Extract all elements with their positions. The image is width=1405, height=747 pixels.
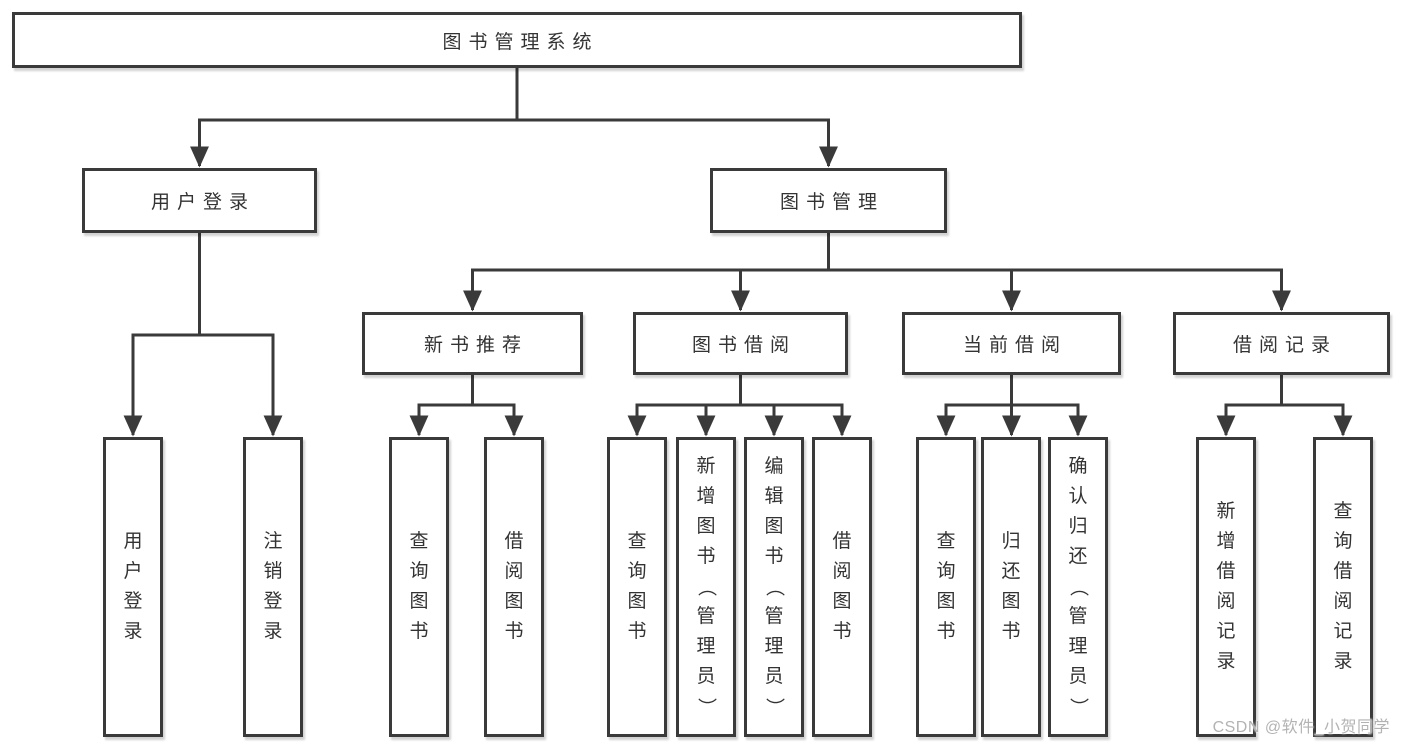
- node-user-login: 用户登录: [82, 168, 317, 233]
- leaf-borrow-books-recommend: 借阅图书: [484, 437, 544, 737]
- leaf-query-books-current: 查询图书: [916, 437, 976, 737]
- node-library-system: 图书管理系统: [12, 12, 1022, 68]
- leaf-add-book-admin: 新增图书（管理员）: [676, 437, 736, 737]
- leaf-user-login: 用户登录: [103, 437, 163, 737]
- node-current-borrow: 当前借阅: [902, 312, 1121, 375]
- node-new-book-recommend: 新书推荐: [362, 312, 583, 375]
- leaf-query-books-recommend: 查询图书: [389, 437, 449, 737]
- node-label: 用户登录: [150, 192, 255, 213]
- node-label: 图书管理系统: [442, 31, 599, 53]
- node-book-management: 图书管理: [710, 168, 947, 233]
- leaf-query-borrow-record: 查询借阅记录: [1313, 437, 1373, 737]
- leaf-add-borrow-record: 新增借阅记录: [1196, 437, 1256, 737]
- node-label: 编辑图书（管理员）: [763, 456, 785, 717]
- node-label: 借阅图书: [504, 531, 524, 642]
- node-label: 新书推荐: [423, 335, 528, 356]
- node-label: 用户登录: [123, 531, 143, 642]
- leaf-logout: 注销登录: [243, 437, 303, 737]
- node-borrow-records: 借阅记录: [1173, 312, 1390, 375]
- node-label: 新增借阅记录: [1216, 501, 1236, 672]
- node-label: 图书管理: [779, 192, 884, 213]
- node-label: 图书借阅: [691, 335, 796, 356]
- node-label: 查询图书: [627, 531, 647, 642]
- leaf-query-books-borrow: 查询图书: [607, 437, 667, 737]
- leaf-edit-book-admin: 编辑图书（管理员）: [744, 437, 804, 737]
- node-label: 查询图书: [409, 531, 429, 642]
- node-label: 归还图书: [1001, 531, 1021, 642]
- node-book-borrow: 图书借阅: [633, 312, 848, 375]
- node-label: 新增图书（管理员）: [695, 456, 717, 717]
- node-label: 借阅图书: [832, 531, 852, 642]
- node-label: 查询图书: [936, 531, 956, 642]
- connectors: [123, 68, 1353, 437]
- csdn-watermark: CSDN @软件_小贺同学: [1212, 719, 1390, 736]
- node-label: 确认归还（管理员）: [1067, 456, 1089, 717]
- node-label: 借阅记录: [1232, 335, 1337, 356]
- node-label: 当前借阅: [962, 335, 1067, 356]
- node-label: 注销登录: [263, 531, 283, 642]
- leaf-confirm-return-admin: 确认归还（管理员）: [1048, 437, 1108, 737]
- node-label: 查询借阅记录: [1333, 501, 1353, 672]
- leaf-borrow-books: 借阅图书: [812, 437, 872, 737]
- leaf-return-book: 归还图书: [981, 437, 1041, 737]
